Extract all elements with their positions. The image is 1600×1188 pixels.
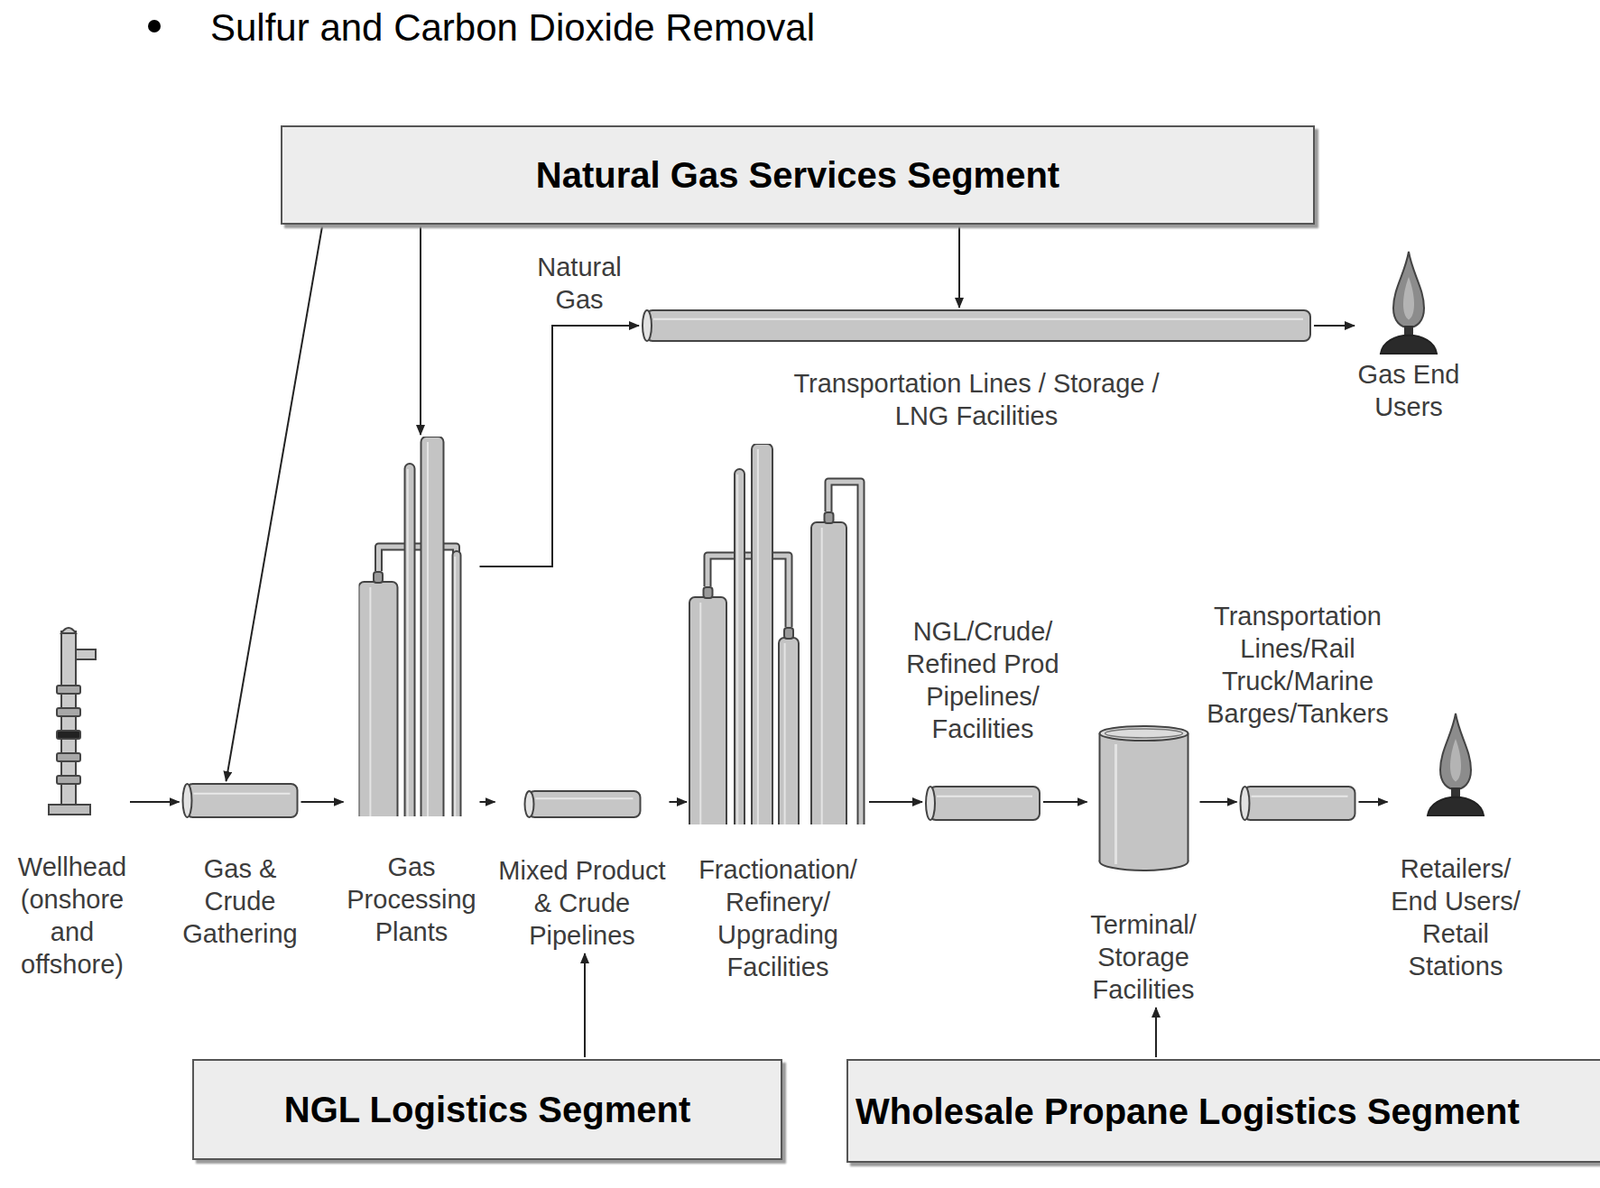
stage-label: Gas End Users bbox=[1356, 358, 1462, 424]
flow-arrow bbox=[1359, 801, 1388, 804]
pipe-illustration bbox=[640, 309, 1313, 343]
stage-label: Terminal/ Storage Facilities bbox=[1089, 908, 1199, 1007]
flow-arrow bbox=[1313, 324, 1355, 327]
stage-label: Fractionation/ Refinery/ Upgrading Facil… bbox=[697, 853, 860, 984]
retail-flame: Retailers/ End Users/ Retail Stations bbox=[1389, 712, 1523, 983]
stage-label: Transportation Lines/Rail Truck/Marine B… bbox=[1205, 600, 1391, 731]
stage-label: Wellhead (onshore and offshore) bbox=[16, 850, 129, 981]
fractionation-plant: Fractionation/ Refinery/ Upgrading Facil… bbox=[688, 443, 868, 984]
flow-arrow bbox=[583, 953, 586, 1058]
flow-arrow bbox=[1043, 801, 1088, 804]
flame-illustration bbox=[1426, 712, 1486, 819]
stage-label: Mixed Product & Crude Pipelines bbox=[497, 854, 668, 953]
flow-arrow bbox=[669, 801, 688, 804]
flow-arrow bbox=[301, 801, 344, 804]
pipe-illustration bbox=[522, 790, 642, 819]
flow-arrow bbox=[869, 801, 923, 804]
flow-arrow bbox=[1155, 1008, 1157, 1058]
mixed-pipeline: Mixed Product & Crude Pipelines bbox=[497, 790, 668, 953]
edge-label: Natural Gas bbox=[534, 250, 626, 316]
flow-arrow bbox=[958, 226, 961, 308]
stage-label: Retailers/ End Users/ Retail Stations bbox=[1389, 852, 1523, 983]
stage-label: Gas & Crude Gathering bbox=[181, 852, 300, 951]
bullet-dot bbox=[147, 19, 161, 33]
segment-label: NGL Logistics Segment bbox=[284, 1088, 691, 1132]
flow-arrow bbox=[226, 226, 324, 782]
flow-arrow bbox=[419, 226, 422, 435]
well-illustration bbox=[46, 622, 99, 817]
transport-pipeline: Transportation Lines/Rail Truck/Marine B… bbox=[1239, 786, 1358, 822]
frac-illustration bbox=[688, 443, 868, 825]
stage-label: Transportation Lines / Storage / LNG Fac… bbox=[792, 367, 1162, 433]
stage-label: Gas Processing Plants bbox=[345, 850, 479, 949]
transport-pipeline: Transportation Lines / Storage / LNG Fac… bbox=[640, 309, 1313, 343]
stage-label: NGL/Crude/ Refined Prod Pipelines/ Facil… bbox=[905, 615, 1062, 746]
flow-arrow bbox=[480, 325, 640, 567]
proc-illustration bbox=[359, 436, 465, 817]
tank-illustration bbox=[1097, 724, 1190, 873]
segment-box: Wholesale Propane Logistics Segment bbox=[846, 1059, 1600, 1164]
storage-tank: Terminal/ Storage Facilities bbox=[1089, 724, 1199, 1007]
wellhead: Wellhead (onshore and offshore) bbox=[16, 622, 129, 981]
pipe-illustration bbox=[924, 786, 1042, 822]
flow-arrow bbox=[1200, 801, 1238, 804]
gathering-pipeline: Gas & Crude Gathering bbox=[181, 783, 300, 951]
segment-label: Natural Gas Services Segment bbox=[536, 153, 1060, 197]
bullet-dot bbox=[144, 16, 165, 37]
product-pipeline: NGL/Crude/ Refined Prod Pipelines/ Facil… bbox=[924, 786, 1042, 822]
pipe-illustration bbox=[1239, 786, 1358, 822]
processing-plant: Gas Processing Plants bbox=[345, 436, 479, 949]
end-user-flame: Gas End Users bbox=[1356, 249, 1462, 424]
title-text: Sulfur and Carbon Dioxide Removal bbox=[210, 5, 815, 51]
flow-arrow bbox=[480, 801, 496, 804]
pipe-illustration bbox=[181, 783, 300, 819]
flow-arrow bbox=[129, 801, 180, 804]
segment-label: Wholesale Propane Logistics Segment bbox=[855, 1090, 1520, 1134]
segment-box: NGL Logistics Segment bbox=[192, 1059, 783, 1161]
flame-illustration bbox=[1378, 249, 1440, 357]
segment-box: Natural Gas Services Segment bbox=[280, 125, 1315, 225]
